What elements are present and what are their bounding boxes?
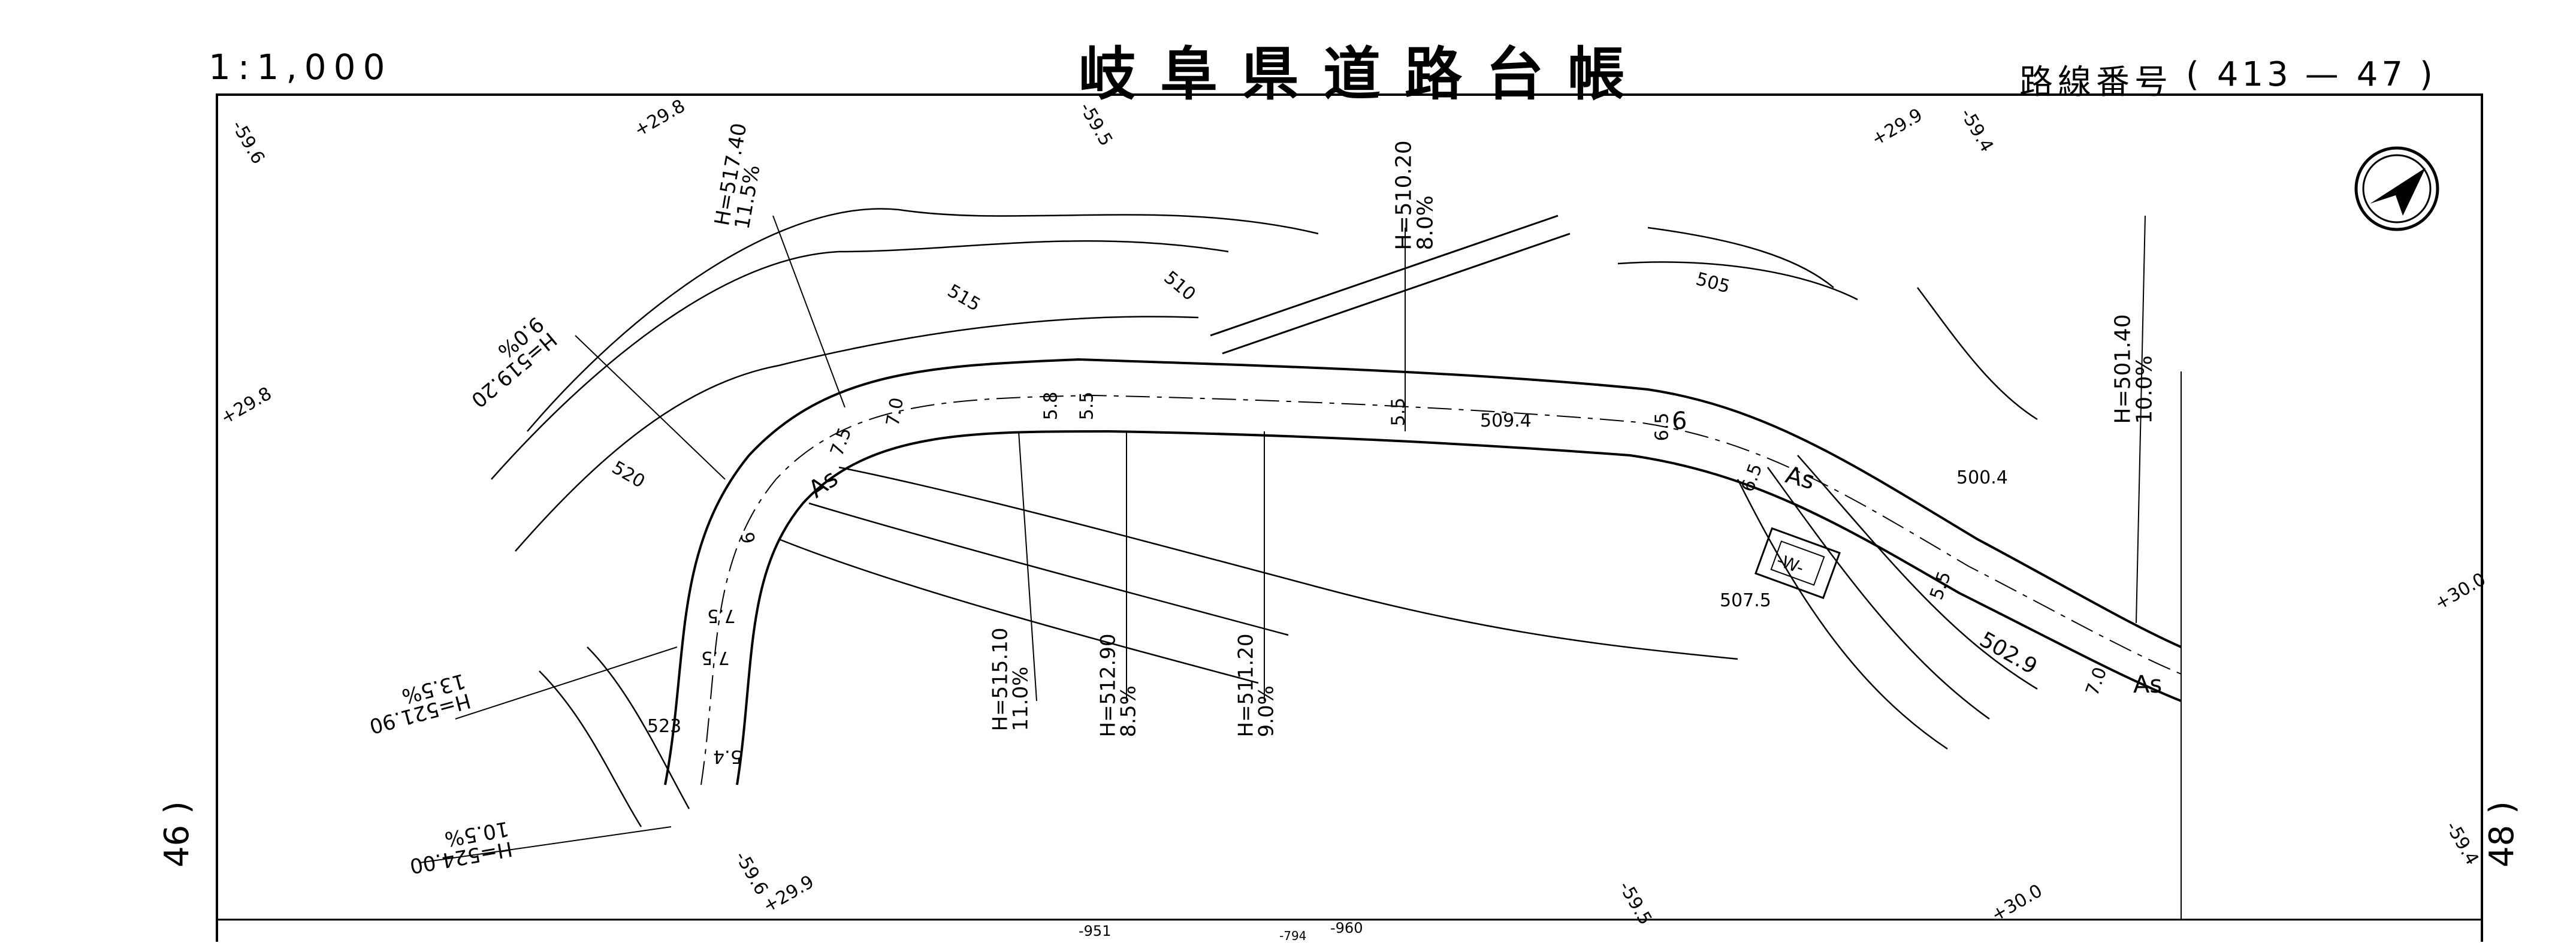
page-title: 岐阜県道路台帳 — [1079, 41, 1649, 108]
scale-label: 1:1,000 — [209, 47, 392, 87]
map-frame — [216, 93, 2483, 942]
contour-lines — [491, 208, 2038, 827]
route-number: 路線番号 ( 413 — 47 ) — [2019, 55, 2438, 104]
route-open-paren: ( — [2186, 55, 2204, 94]
gradient-leaders — [419, 215, 2146, 863]
route-segment-value: 47 — [2356, 55, 2407, 94]
north-arrow-icon — [2354, 146, 2439, 231]
route-number-value: 413 — [2216, 55, 2292, 94]
side-road — [1210, 214, 1571, 355]
main-road — [664, 358, 2182, 785]
route-dash: — — [2305, 55, 2344, 94]
building-structure — [1754, 527, 1841, 600]
route-close-paren: ) — [2420, 55, 2438, 94]
